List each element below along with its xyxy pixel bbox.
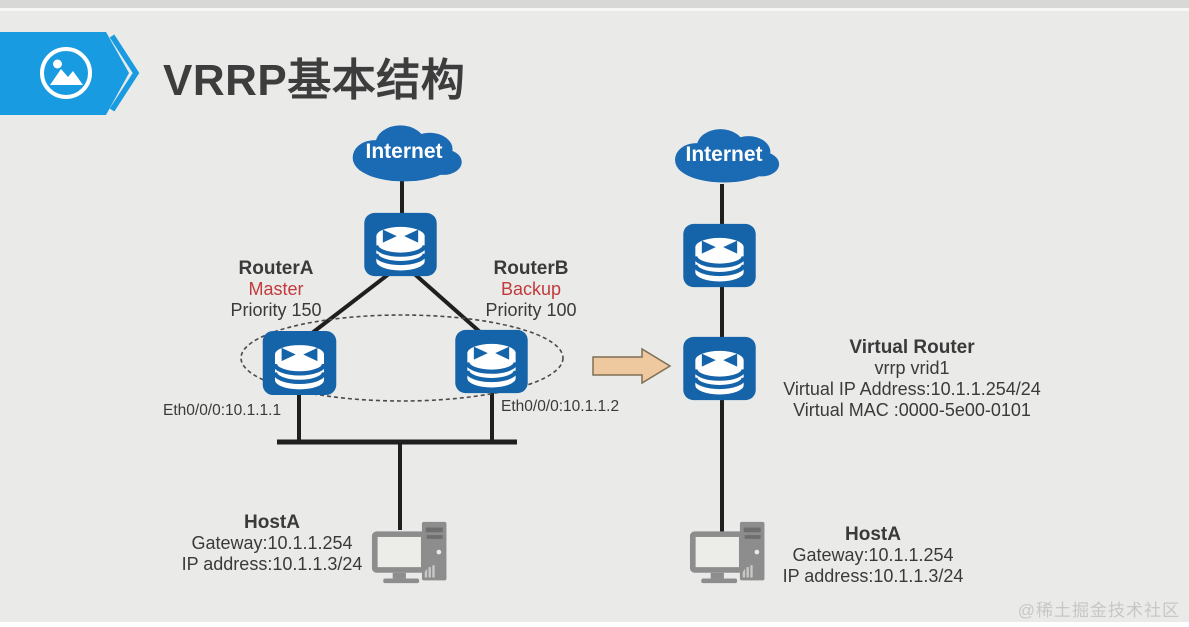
picture-icon (40, 47, 92, 99)
host-a-left-gateway: Gateway:10.1.1.254 (191, 533, 353, 553)
router-b-label-block: RouterB Backup Priority 100 (461, 258, 601, 321)
router-b-role: Backup (500, 279, 562, 299)
router-b-icon (455, 330, 527, 393)
router-a-role: Master (248, 279, 304, 299)
internet-label-right: Internet (685, 143, 763, 166)
virtual-router-label-block: Virtual Router vrrp vrid1 Virtual IP Add… (762, 337, 1062, 421)
router-a-icon (263, 331, 337, 395)
router-a-label-block: RouterA Master Priority 150 (206, 258, 346, 321)
router-b-interface-label: Eth0/0/0:10.1.1.2 (501, 398, 620, 415)
host-a-right-label-block: HostA Gateway:10.1.1.254 IP address:10.1… (773, 524, 973, 587)
virtual-router-mac: Virtual MAC :0000-5e00-0101 (793, 400, 1031, 420)
router-b-name: RouterB (493, 258, 569, 279)
virtual-router-ip: Virtual IP Address:10.1.1.254/24 (783, 379, 1041, 399)
vrrp-group-ellipse (240, 314, 564, 402)
router-b-priority: Priority 100 (485, 300, 577, 320)
bottom-strip (0, 622, 1189, 627)
host-a-left-ip: IP address:10.1.1.3/24 (181, 554, 363, 574)
line-router-to-routerb (408, 268, 491, 342)
uplink-router-right-icon (683, 224, 755, 287)
host-a-left-label-block: HostA Gateway:10.1.1.254 IP address:10.1… (172, 512, 372, 575)
host-a-right-ip: IP address:10.1.1.3/24 (782, 566, 964, 586)
virtual-router-icon (683, 337, 755, 400)
host-a-left-name: HostA (244, 512, 300, 533)
page-title: VRRP基本结构 (163, 56, 466, 105)
header-badge (0, 32, 140, 115)
chevron-right-icon (109, 34, 140, 112)
host-a-right-name: HostA (845, 524, 901, 545)
host-a-right-gateway: Gateway:10.1.1.254 (792, 545, 954, 565)
router-a-priority: Priority 150 (230, 300, 322, 320)
host-a-computer-left-icon (371, 521, 447, 584)
internet-label-left: Internet (365, 140, 443, 163)
router-a-name: RouterA (238, 258, 314, 279)
line-router-to-routera (301, 268, 396, 342)
watermark: @稀土掘金技术社区 (1017, 601, 1180, 620)
top-strip-highlight (0, 8, 1189, 11)
uplink-router-left-icon (364, 213, 436, 276)
flow-arrow-icon (592, 347, 672, 385)
router-a-interface-label: Eth0/0/0:10.1.1.1 (163, 402, 282, 419)
host-a-computer-right-icon (689, 521, 765, 584)
virtual-router-instance: vrrp vrid1 (874, 358, 950, 378)
top-strip (0, 0, 1189, 8)
virtual-router-name: Virtual Router (849, 337, 975, 358)
